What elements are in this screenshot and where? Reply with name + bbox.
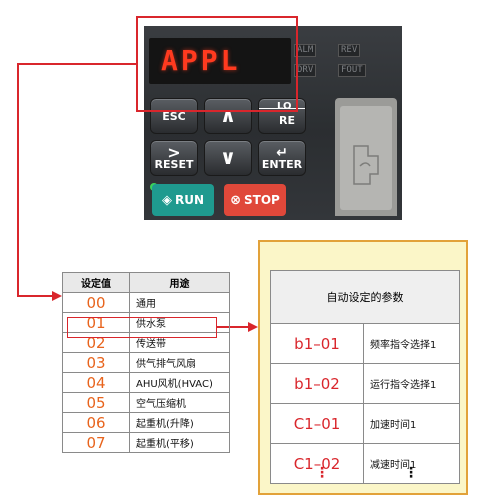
auto-parameters-title: 自动设定的参数 — [270, 270, 460, 324]
parameter-description: 加速时间1 — [363, 403, 460, 444]
usage: 供气排气风扇 — [129, 352, 230, 373]
parameter-description: 运行指令选择1 — [363, 363, 460, 404]
parameter-code: b1–02 — [270, 363, 364, 404]
stop-icon: ⊗ — [230, 192, 242, 208]
enter-key[interactable]: ↵ ENTER — [258, 140, 306, 176]
cover-flap — [335, 98, 397, 216]
lo-re-divider — [259, 108, 305, 109]
indicator-drv: DRV — [294, 64, 317, 77]
lo-re-key[interactable]: LO RE — [258, 98, 306, 134]
run-icon: ◈ — [161, 192, 172, 208]
usage: 空气压缩机 — [129, 392, 230, 413]
enter-return-icon: ↵ — [276, 145, 288, 161]
selected-row-highlight — [67, 317, 217, 338]
parameter-description: 减速时间1 — [363, 443, 460, 484]
lo-label: LO — [277, 101, 292, 112]
parameter-code: b1–01 — [270, 323, 364, 364]
continuation-dots-right: ⋮ — [404, 465, 418, 481]
run-label: RUN — [174, 193, 205, 207]
setting-value: 07 — [62, 432, 130, 453]
setting-value: 03 — [62, 352, 130, 373]
display-to-table-line — [17, 63, 136, 297]
reset-label: RESET — [154, 158, 194, 171]
usage: 通用 — [129, 292, 230, 313]
parameter-code: C1–01 — [270, 403, 364, 444]
re-label: RE — [279, 114, 295, 127]
right-arrowhead — [248, 322, 258, 332]
cover-flap-inner — [340, 106, 392, 210]
esc-label: ESC — [162, 110, 186, 123]
left-arrowhead — [52, 291, 62, 301]
usage: 起重机(升降) — [129, 412, 230, 433]
down-key[interactable]: ∨ — [204, 140, 252, 176]
continuation-dots-left: ⋮ — [315, 465, 329, 481]
indicator-fout: FOUT — [338, 64, 366, 77]
setting-value: 06 — [62, 412, 130, 433]
parameter-description: 频率指令选择1 — [363, 323, 460, 364]
setting-value: 04 — [62, 372, 130, 393]
header-setting-value: 设定值 — [62, 272, 130, 293]
setting-value: 05 — [62, 392, 130, 413]
led-display: APPL — [149, 38, 291, 84]
down-arrow-icon: ∨ — [219, 145, 237, 169]
reset-arrow-icon: > — [167, 143, 181, 162]
stop-label: STOP — [244, 193, 280, 207]
connector-outline-icon — [353, 145, 379, 185]
parameter-code: C1–02 — [270, 443, 364, 484]
usage: 起重机(平移) — [129, 432, 230, 453]
stop-key[interactable]: ⊗ STOP — [224, 184, 286, 216]
display-highlight-box — [136, 16, 298, 112]
run-key[interactable]: ◈ RUN — [152, 184, 214, 216]
table-header-row: 设定值 用途 — [62, 272, 230, 293]
keypad-panel: APPL ALM REV DRV FOUT ESC ∧ LO RE > RESE… — [144, 26, 402, 220]
usage: AHU风机(HVAC) — [129, 372, 230, 393]
up-key[interactable]: ∧ — [204, 98, 252, 134]
setting-value: 00 — [62, 292, 130, 313]
enter-label: ENTER — [261, 158, 303, 171]
esc-key[interactable]: ESC — [150, 98, 198, 134]
display-text: APPL — [161, 44, 241, 77]
indicator-rev: REV — [338, 44, 361, 57]
reset-key[interactable]: > RESET — [150, 140, 198, 176]
indicator-alm: ALM — [294, 44, 317, 57]
header-usage: 用途 — [129, 272, 230, 293]
table-header-row: 自动设定的参数 — [270, 270, 460, 324]
